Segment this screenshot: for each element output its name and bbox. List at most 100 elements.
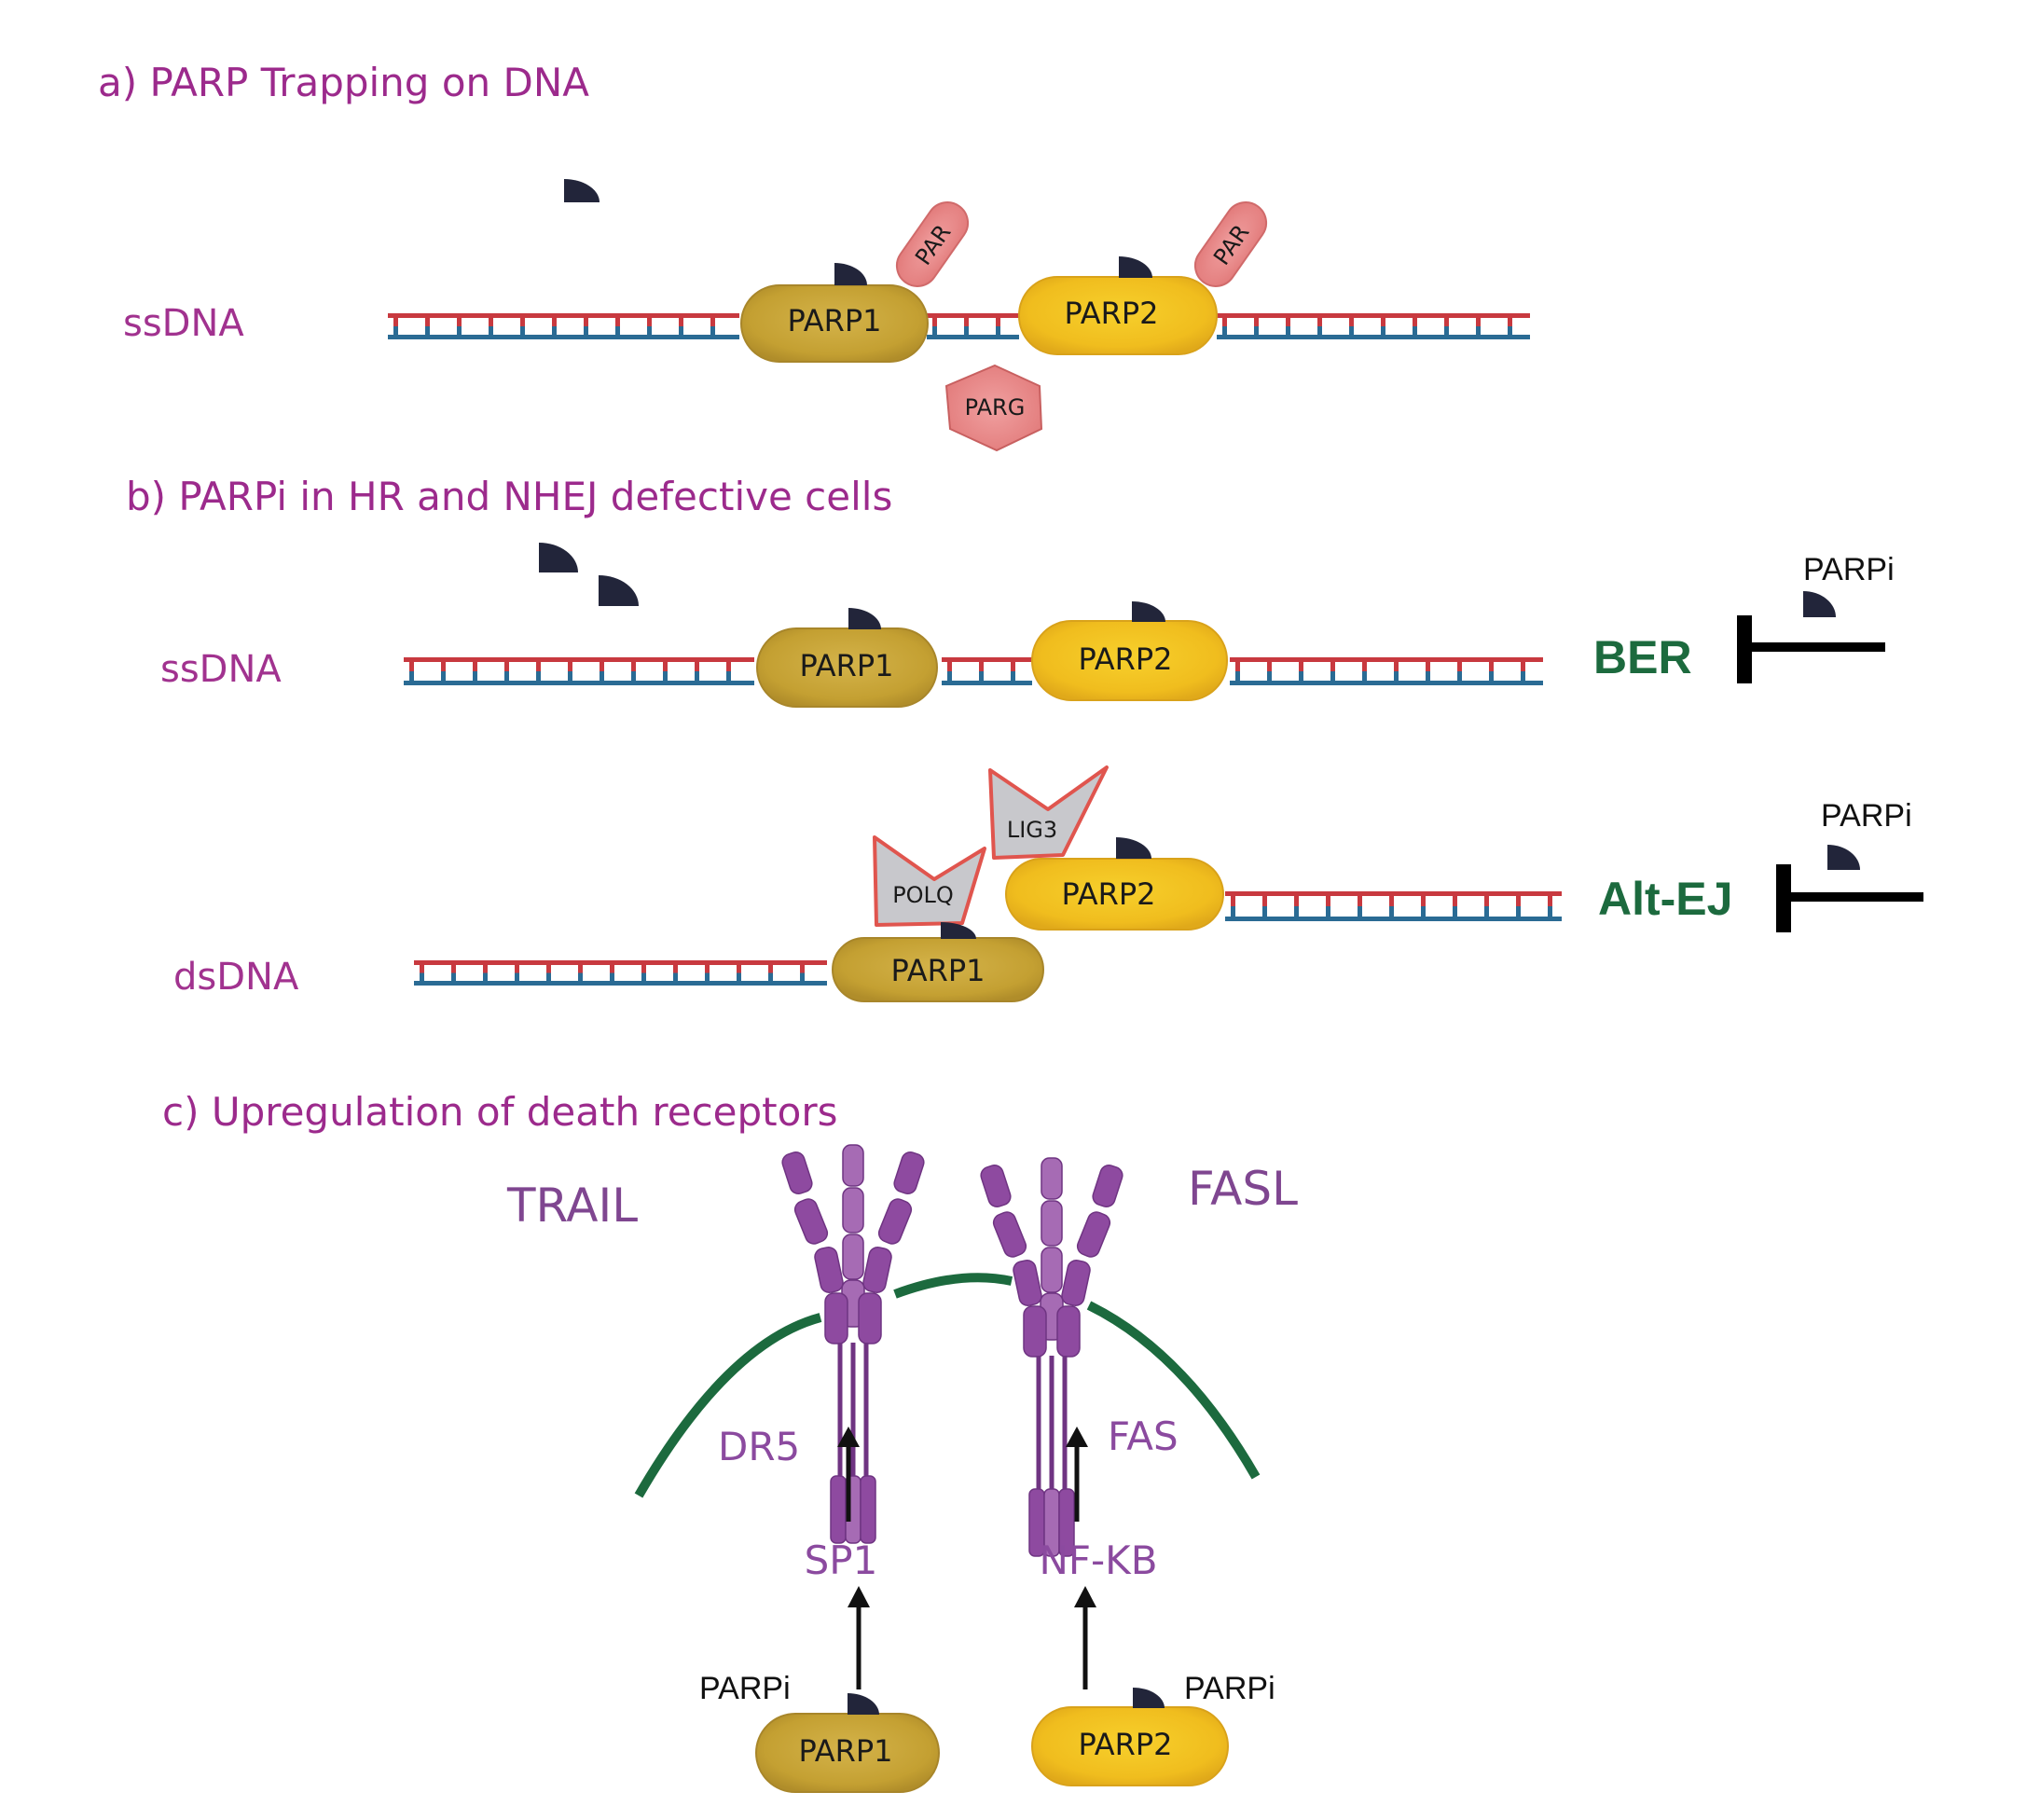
dna-base-pair [420,960,424,986]
dr5-receptor [781,1144,925,1544]
death-domain [860,1475,876,1544]
parp-inhibitor-icon [1827,845,1860,870]
par-chain: PAR [1193,201,1268,287]
receptor-domain [842,1144,864,1187]
parp-inhibitor-icon [539,543,578,572]
dna-base-pair [536,657,541,685]
panel-c: c) Upregulation of death receptors TRAIL… [162,1089,1298,1793]
arrow-parp2-to-nfkb [1074,1586,1096,1689]
dna-base-pair [1222,313,1227,339]
receptor-domain [1041,1247,1063,1293]
receptor-domain [980,1165,1012,1207]
receptor-domain [1056,1305,1081,1358]
nfkb-label: NF-KB [1039,1537,1157,1583]
receptor-domain [862,1246,892,1294]
dna-base-pair [1231,891,1235,921]
panel-a: a) PARP Trapping on DNA ssDNA PARP1 PAR … [98,60,1530,452]
arrow-sp1-to-dr5 [837,1427,860,1522]
ssdna-label: ssDNA [123,302,244,345]
dna-bottom-strand [927,335,1019,339]
dna-segment [942,657,1032,685]
fas-label: FAS [1108,1413,1179,1459]
dna-base-pair [1381,313,1385,339]
dna-base-pair [1484,891,1489,921]
transmembrane-helix [1062,1356,1068,1496]
dna-bottom-strand [942,681,1032,685]
panel-c-title: c) Upregulation of death receptors [162,1089,838,1135]
parp2-label: PARP2 [1061,876,1155,912]
dna-base-pair [1457,657,1462,685]
dna-segment [1225,891,1562,921]
parpi-label: PARPi [1803,552,1895,587]
dna-base-pair [932,313,937,339]
receptor-domain [858,1292,882,1344]
dna-base-pair [979,657,984,685]
dna-base-pair [615,313,620,339]
dna-base-pair [483,960,488,986]
dna-base-pair [1267,657,1272,685]
parp1-label: PARP1 [798,1733,892,1769]
parp-inhibitor-icon [848,608,881,629]
parp1-protein: PARP1 [756,608,938,708]
dna-segment [927,313,1019,339]
dna-base-pair [726,657,731,685]
parp-inhibitor-icon [1133,1688,1165,1708]
parp-inhibitor-icon [941,922,976,939]
dna-base-pair [947,657,952,685]
dna-base-pair [520,313,525,339]
dna-base-pair [504,657,509,685]
dna-base-pair [695,657,699,685]
parpi-label: PARPi [1184,1671,1275,1706]
receptor-domain [1061,1259,1091,1307]
par-chain: PAR [895,201,970,287]
parp-inhibitor-icon [1132,601,1165,622]
dna-top-strand [388,313,739,318]
dna-base-pair [1413,313,1417,339]
arrow-parp1-to-sp1 [848,1586,870,1689]
dna-base-pair [647,313,652,339]
dna-base-pair [1362,657,1367,685]
dna-base-pair [610,960,614,986]
dna-base-pair [679,313,683,339]
parp-inhibitor-icon [564,179,600,202]
polq-label: POLQ [892,882,954,908]
dna-base-pair [964,313,969,339]
transmembrane-helix [1049,1356,1054,1496]
dna-base-pair [425,313,430,339]
panel-a-title: a) PARP Trapping on DNA [98,60,589,105]
receptor-domain [1092,1165,1123,1207]
receptor-domain [793,1198,829,1245]
parp-inhibitor-icon [599,575,639,606]
parp-inhibitor-icon [1803,591,1836,617]
transmembrane-helix [837,1343,843,1482]
dna-base-pair [1011,657,1015,685]
dna-top-strand [1217,313,1530,318]
dna-segment [1230,657,1543,685]
dna-base-pair [631,657,636,685]
dna-base-pair [578,960,583,986]
receptor-domain [842,1187,864,1234]
dna-base-pair [1453,891,1457,921]
parp-inhibitor-icon [848,1693,879,1715]
parp2-label: PARP2 [1064,296,1158,331]
arrow-nfkb-to-fas [1066,1427,1088,1522]
dsdna-label: dsDNA [173,956,299,999]
dna-base-pair [457,313,462,339]
receptor-domain [893,1151,925,1194]
receptor-domain [814,1246,844,1294]
dna-base-pair [600,657,604,685]
dna-base-pair [584,313,588,339]
parp2-label: PARP2 [1078,1727,1172,1762]
dna-base-pair [1489,657,1494,685]
parpi-label: PARPi [1821,798,1912,834]
ssdna-label: ssDNA [160,648,282,691]
sp1-label: SP1 [805,1537,878,1583]
alt-ej-pathway-label: Alt-EJ [1598,873,1732,925]
dna-top-strand [404,657,754,662]
dna-base-pair [489,313,493,339]
dna-base-pair [800,960,805,986]
dna-base-pair [473,657,477,685]
parg-label: PARG [965,394,1026,421]
panel-b: b) PARPi in HR and NHEJ defective cells … [126,474,1923,1002]
parp2-protein: PARP2 [1031,1688,1229,1786]
